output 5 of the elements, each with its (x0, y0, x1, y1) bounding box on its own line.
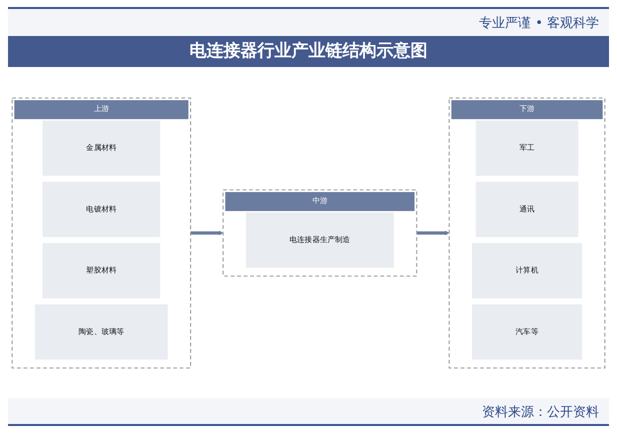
title-banner: 电连接器行业产业链结构示意图 (8, 36, 609, 67)
tagline: 专业严谨 • 客观科学 (479, 15, 599, 32)
source-note: 资料来源：公开资料 (482, 404, 599, 421)
arrow (416, 230, 450, 236)
arrow (190, 230, 224, 236)
